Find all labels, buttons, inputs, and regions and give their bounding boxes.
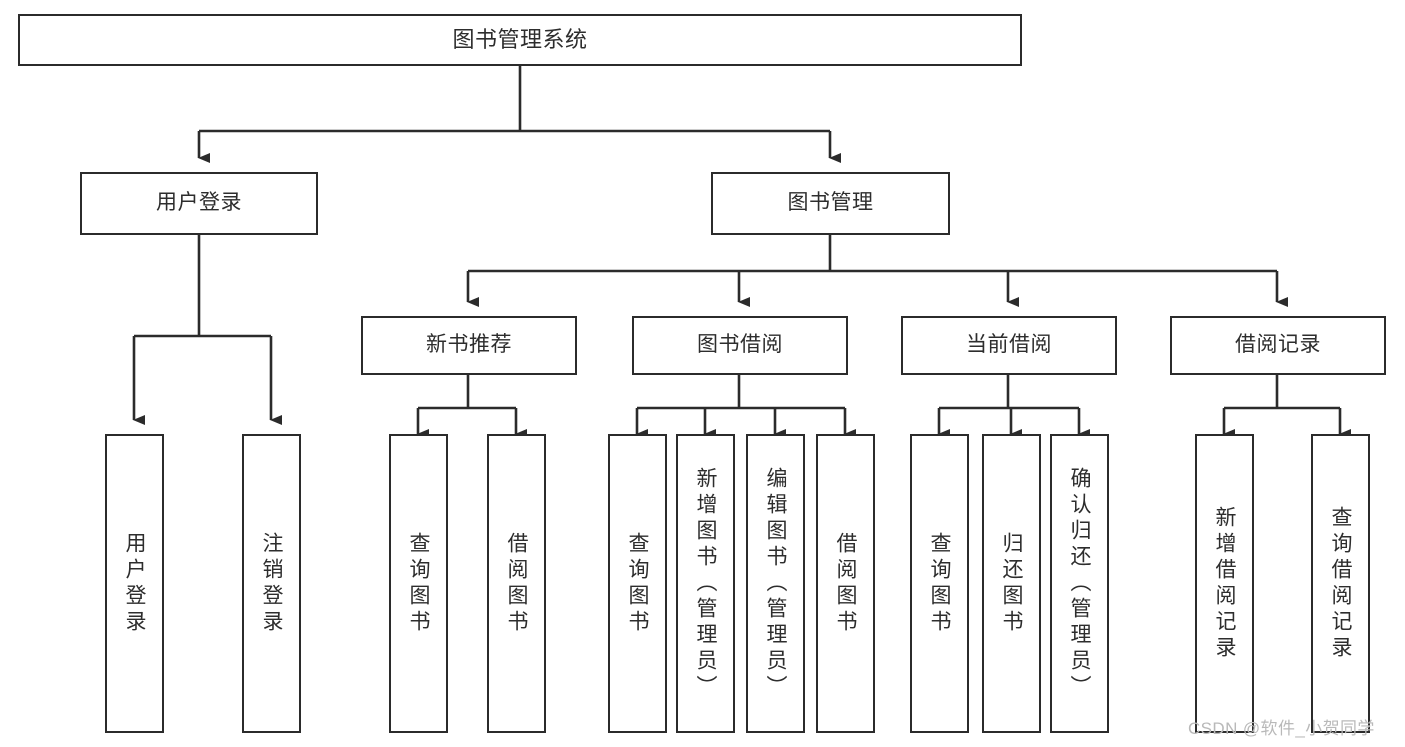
node-label: 归还图书 xyxy=(1000,531,1023,636)
node-label: 当前借阅 xyxy=(966,333,1052,357)
node-label: 借阅图书 xyxy=(834,531,857,636)
node-label: 用户登录 xyxy=(123,531,146,636)
node-user-login[interactable]: 用户登录 xyxy=(80,172,318,235)
node-label: 新书推荐 xyxy=(426,333,512,357)
leaf-user-login-logout[interactable]: 注销登录 xyxy=(242,434,301,733)
node-label: 查询图书 xyxy=(928,531,951,636)
node-current-borrow[interactable]: 当前借阅 xyxy=(901,316,1117,375)
node-label: 借阅图书 xyxy=(505,531,528,636)
node-label: 新增借阅记录 xyxy=(1213,505,1236,662)
node-new-book-recommend[interactable]: 新书推荐 xyxy=(361,316,577,375)
node-label: 确认归还（管理员） xyxy=(1068,466,1091,701)
node-system-root[interactable]: 图书管理系统 xyxy=(18,14,1022,66)
leaf-book-borrow-edit[interactable]: 编辑图书（管理员） xyxy=(746,434,805,733)
node-label: 图书借阅 xyxy=(697,333,783,357)
node-label: 编辑图书（管理员） xyxy=(764,466,787,701)
node-label: 图书管理系统 xyxy=(452,27,588,53)
node-label: 借阅记录 xyxy=(1235,333,1321,357)
leaf-borrow-record-add[interactable]: 新增借阅记录 xyxy=(1195,434,1254,733)
node-label: 用户登录 xyxy=(156,191,242,215)
leaf-book-borrow-query[interactable]: 查询图书 xyxy=(608,434,667,733)
node-label: 查询借阅记录 xyxy=(1329,505,1352,662)
leaf-book-borrow-borrow[interactable]: 借阅图书 xyxy=(816,434,875,733)
node-label: 查询图书 xyxy=(626,531,649,636)
leaf-new-book-borrow[interactable]: 借阅图书 xyxy=(487,434,546,733)
node-label: 注销登录 xyxy=(260,531,283,636)
leaf-book-borrow-add[interactable]: 新增图书（管理员） xyxy=(676,434,735,733)
leaf-borrow-record-query[interactable]: 查询借阅记录 xyxy=(1311,434,1370,733)
leaf-user-login-login[interactable]: 用户登录 xyxy=(105,434,164,733)
node-borrow-record[interactable]: 借阅记录 xyxy=(1170,316,1386,375)
node-label: 新增图书（管理员） xyxy=(694,466,717,701)
leaf-current-borrow-query[interactable]: 查询图书 xyxy=(910,434,969,733)
leaf-current-borrow-confirm-return[interactable]: 确认归还（管理员） xyxy=(1050,434,1109,733)
node-book-management[interactable]: 图书管理 xyxy=(711,172,950,235)
node-book-borrow[interactable]: 图书借阅 xyxy=(632,316,848,375)
leaf-current-borrow-return[interactable]: 归还图书 xyxy=(982,434,1041,733)
leaf-new-book-query[interactable]: 查询图书 xyxy=(389,434,448,733)
node-label: 查询图书 xyxy=(407,531,430,636)
node-label: 图书管理 xyxy=(787,191,874,215)
